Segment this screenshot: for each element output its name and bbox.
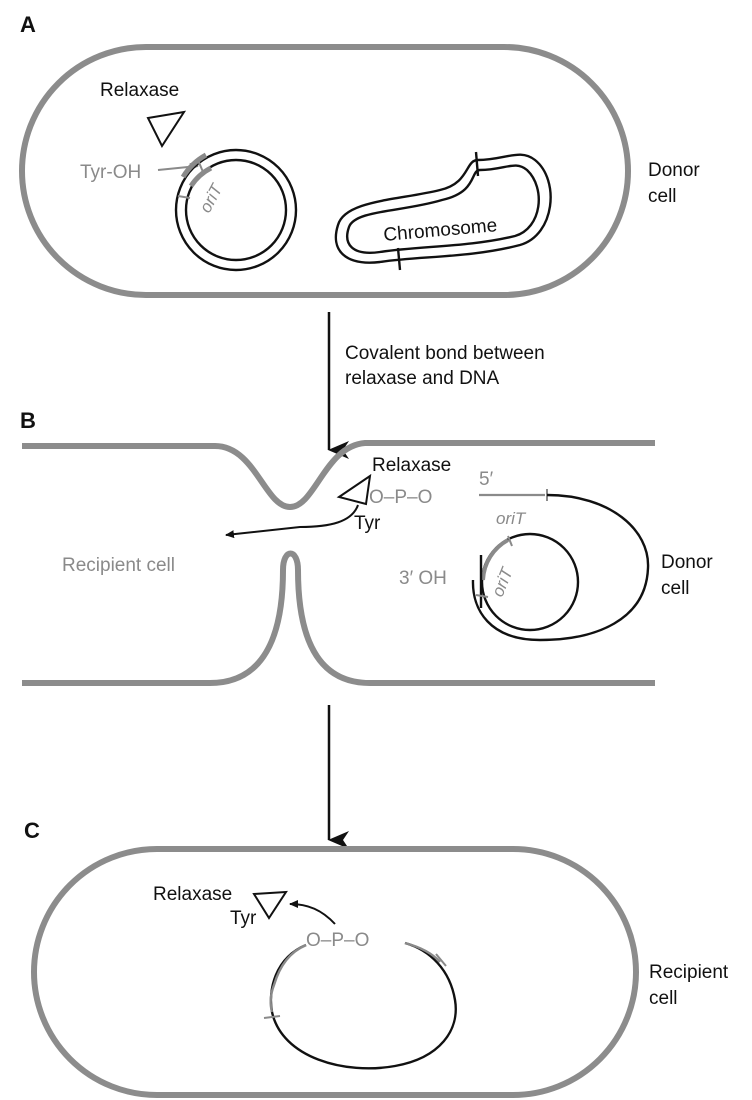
relaxase-label-a: Relaxase (100, 80, 179, 101)
tyr-oh-label: Tyr-OH (80, 162, 141, 183)
orit-label-a: oriT (196, 180, 227, 216)
tyr-label-c: Tyr (230, 908, 257, 929)
transition-text-2: relaxase and DNA (345, 368, 500, 389)
five-prime-label: 5′ (479, 469, 494, 490)
opo-label-b: O–P–O (369, 487, 432, 508)
tyr-label-b: Tyr (354, 513, 381, 534)
plasmid-a (176, 150, 296, 270)
orit-label-b-inner: oriT (488, 564, 517, 600)
donor-cell-label-a-1: Donor (648, 160, 700, 181)
panel-b: B Relaxase O–P–O 5′ Tyr oriT oriT 3′ OH … (20, 408, 713, 683)
transition-text-1: Covalent bond between (345, 343, 545, 364)
relaxase-triangle-c (254, 892, 286, 918)
plasmid-c (264, 943, 456, 1068)
recipient-cell-label-c-1: Recipient (649, 962, 729, 983)
panel-a-letter: A (20, 12, 36, 37)
donor-cell-label-b-1: Donor (661, 552, 713, 573)
relaxase-label-c: Relaxase (153, 884, 232, 905)
recipient-cell-label-b: Recipient cell (62, 555, 175, 576)
panel-c-letter: C (24, 818, 40, 843)
release-arrow (290, 904, 335, 924)
panel-a: A Relaxase Tyr-OH oriT Chromosome Donor … (20, 12, 700, 295)
relaxase-triangle-a (148, 112, 184, 146)
panel-b-letter: B (20, 408, 36, 433)
recipient-cell-membrane (34, 849, 636, 1095)
donor-cell-label-a-2: cell (648, 186, 677, 207)
orit-label-b-outer: oriT (496, 509, 527, 528)
relaxase-triangle-b (339, 476, 370, 504)
recipient-cell-label-c-2: cell (649, 988, 678, 1009)
chromosome (336, 152, 551, 270)
panel-c: C Relaxase Tyr O–P–O Recipient cell (24, 818, 729, 1095)
opo-label-c: O–P–O (306, 930, 369, 951)
relaxase-label-b: Relaxase (372, 455, 451, 476)
three-prime-label: 3′ OH (399, 568, 447, 589)
donor-cell-label-b-2: cell (661, 578, 690, 599)
